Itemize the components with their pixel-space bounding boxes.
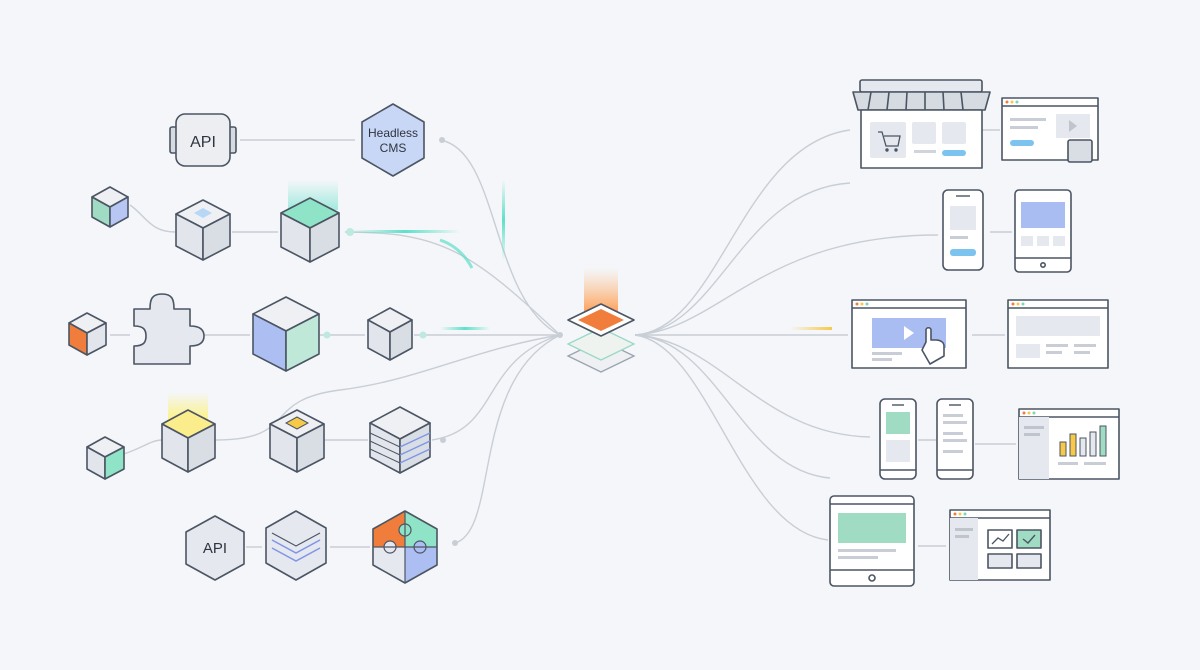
api-box-icon: API bbox=[169, 113, 237, 167]
phone-icon bbox=[942, 189, 984, 271]
glow-line-teal bbox=[350, 230, 460, 233]
connector-dots bbox=[323, 137, 563, 546]
cube-icon bbox=[280, 197, 340, 263]
glow-vertical-teal bbox=[502, 180, 505, 260]
video-player-icon bbox=[851, 299, 967, 369]
cube-icon bbox=[68, 312, 107, 356]
layered-stack-icon bbox=[265, 510, 327, 581]
cube-icon bbox=[367, 307, 413, 361]
cube-icon bbox=[86, 436, 125, 480]
browser-window-icon bbox=[1007, 299, 1109, 369]
layered-stack-icon bbox=[369, 406, 431, 474]
glow-curve-teal bbox=[439, 238, 474, 269]
api-hexagon-icon: API bbox=[185, 515, 245, 581]
central-hub-stack-icon bbox=[566, 303, 636, 373]
phone-icon bbox=[936, 398, 974, 480]
bar-chart-icon bbox=[1018, 408, 1120, 480]
tablet-icon bbox=[1014, 189, 1072, 273]
puzzle-hexagon-icon bbox=[372, 510, 438, 584]
puzzle-piece-icon bbox=[133, 293, 205, 365]
phone-icon bbox=[879, 398, 917, 480]
glow-line-yellow bbox=[790, 327, 832, 330]
api-label-top: API bbox=[190, 134, 216, 151]
storefront-icon bbox=[852, 79, 991, 169]
cube-icon bbox=[161, 409, 216, 473]
cube-icon bbox=[269, 409, 325, 473]
cube-icon bbox=[252, 296, 320, 372]
api-label-bottom: API bbox=[203, 540, 227, 557]
glow-line-teal-2 bbox=[440, 327, 490, 330]
right-connectors bbox=[634, 129, 1016, 547]
cube-icon bbox=[91, 186, 129, 228]
cube-icon bbox=[175, 199, 231, 261]
line-chart-icon bbox=[949, 509, 1051, 581]
browser-window-icon bbox=[1001, 97, 1099, 163]
tablet-icon bbox=[829, 495, 915, 587]
